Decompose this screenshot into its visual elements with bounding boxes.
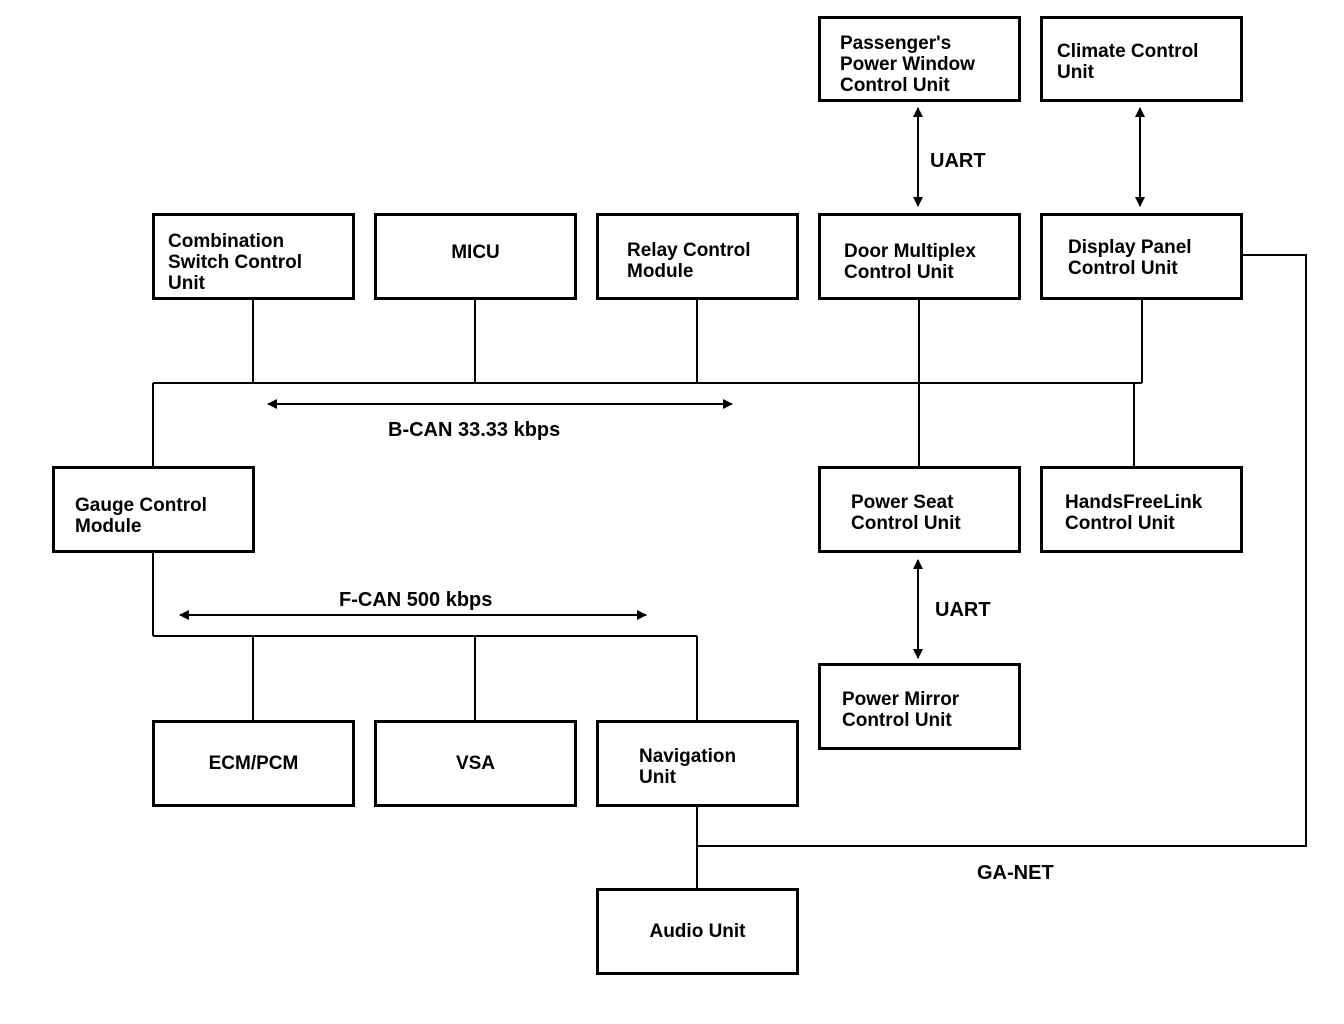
bcan-label: B-CAN 33.33 kbps [388, 419, 561, 441]
door-multiplex-label: Door Multiplex Control Unit [844, 241, 976, 283]
ecm-pcm-label: ECM/PCM [208, 753, 299, 774]
gauge-control-label: Gauge Control Module [75, 495, 207, 537]
ecm-pcm-box: ECM/PCM [152, 720, 355, 807]
navigation-box: Navigation Unit [596, 720, 799, 807]
passenger-window-label: Passenger's Power Window Control Unit [840, 33, 975, 96]
audio-unit-box: Audio Unit [596, 888, 799, 975]
ganet-label: GA-NET [977, 862, 1054, 884]
handsfreelink-box: HandsFreeLink Control Unit [1040, 466, 1243, 553]
relay-control-label: Relay Control Module [627, 240, 751, 282]
audio-unit-label: Audio Unit [649, 921, 746, 942]
combination-switch-box: Combination Switch Control Unit [152, 213, 355, 300]
climate-control-label: Climate Control Unit [1057, 41, 1199, 83]
gauge-control-box: Gauge Control Module [52, 466, 255, 553]
uart-bottom-label: UART [935, 599, 991, 621]
climate-control-box: Climate Control Unit [1040, 16, 1243, 102]
vsa-box: VSA [374, 720, 577, 807]
power-seat-label: Power Seat Control Unit [851, 492, 961, 534]
combination-switch-label: Combination Switch Control Unit [168, 231, 303, 294]
uart-top-label: UART [930, 150, 986, 172]
door-multiplex-box: Door Multiplex Control Unit [818, 213, 1021, 300]
navigation-label: Navigation Unit [639, 746, 737, 788]
relay-control-box: Relay Control Module [596, 213, 799, 300]
handsfreelink-label: HandsFreeLink Control Unit [1065, 492, 1203, 534]
vsa-label: VSA [455, 753, 496, 774]
display-panel-box: Display Panel Control Unit [1040, 213, 1243, 300]
passenger-window-box: Passenger's Power Window Control Unit [818, 16, 1021, 102]
power-mirror-label: Power Mirror Control Unit [842, 689, 960, 731]
fcan-label: F-CAN 500 kbps [339, 589, 493, 611]
micu-label: MICU [451, 242, 500, 263]
power-seat-box: Power Seat Control Unit [818, 466, 1021, 553]
ganet-line [697, 254, 1307, 847]
display-panel-label: Display Panel Control Unit [1068, 237, 1192, 279]
power-mirror-box: Power Mirror Control Unit [818, 663, 1021, 750]
micu-box: MICU [374, 213, 577, 300]
